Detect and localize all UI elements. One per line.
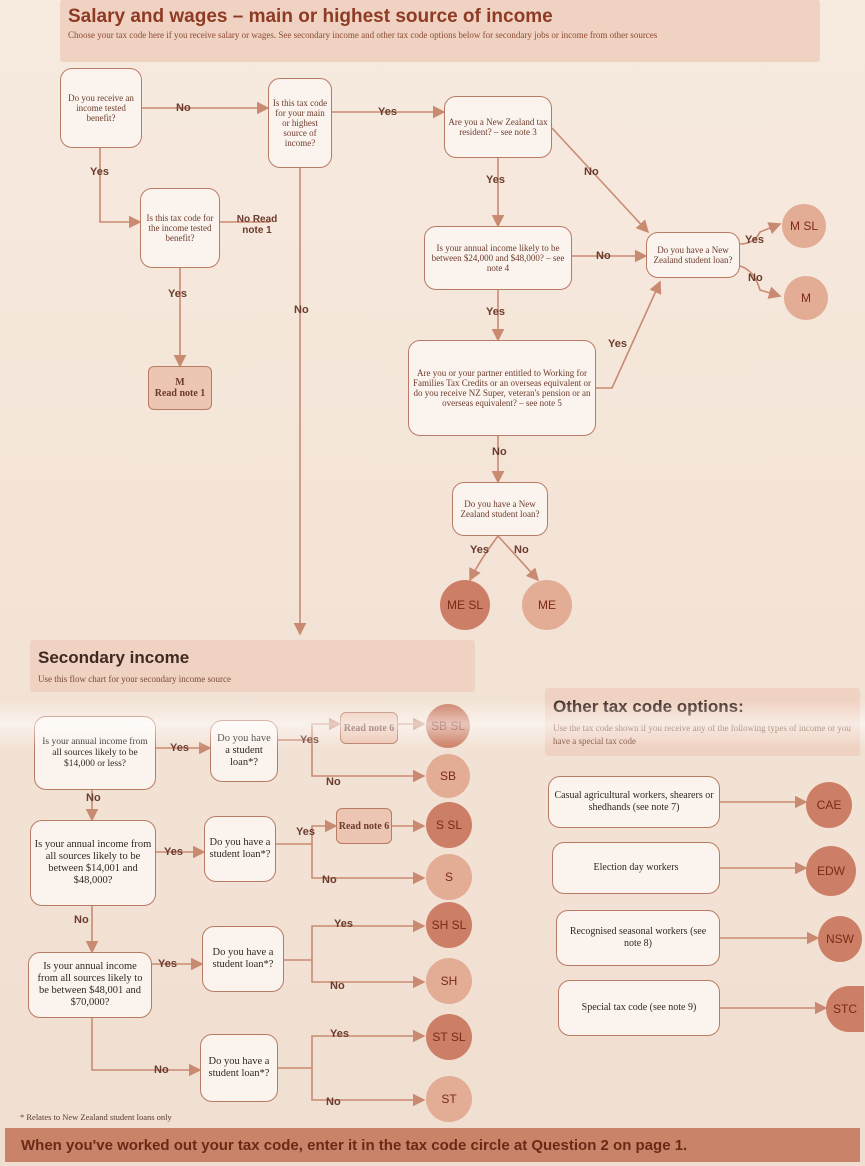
label-sec-loan-yes-4: Yes — [330, 1028, 349, 1040]
label-sec-loan-no-1: No — [326, 776, 341, 788]
label-yes-income: Yes — [486, 306, 505, 318]
read-note-6-box-1: Read note 6 — [340, 712, 398, 744]
tax-code-sh-circle: SH — [426, 958, 472, 1004]
tax-code-stc-circle: STC — [826, 986, 864, 1032]
label-no-resident: No — [584, 166, 599, 178]
m-read-note-box: M Read note 1 — [148, 366, 212, 410]
tax-code-st-circle: ST — [426, 1076, 472, 1122]
tested-benefit-question-box: Is this tax code for the income tested b… — [140, 188, 220, 268]
label-sec-no-2: No — [74, 914, 89, 926]
label-no-wff: No — [492, 446, 507, 458]
label-no-read-note: No Read note 1 — [236, 214, 278, 236]
tax-code-edw-circle: EDW — [806, 846, 856, 896]
tax-code-ssl-circle: S SL — [426, 802, 472, 848]
secondary-section-title: Secondary income — [38, 648, 190, 667]
wff-question-box: Are you or your partner entitled to Work… — [408, 340, 596, 436]
other-options-subtitle: Use the tax code shown if you receive an… — [553, 723, 851, 746]
tax-code-m-circle: M — [784, 276, 828, 320]
tax-code-nsw-circle: NSW — [818, 916, 862, 962]
label-sec-loan-yes-3: Yes — [334, 918, 353, 930]
student-loan-question-box-2: Do you have a New Zealand student loan? — [452, 482, 548, 536]
label-sec-no-3: No — [154, 1064, 169, 1076]
tax-code-cae-circle: CAE — [806, 782, 852, 828]
footer-instruction: When you've worked out your tax code, en… — [5, 1128, 860, 1162]
student-loan-question-box: Do you have a New Zealand student loan? — [646, 232, 740, 278]
other-option-box-nsw: Recognised seasonal workers (see note 8) — [556, 910, 720, 966]
label-yes-benefit: Yes — [90, 166, 109, 178]
read-note-1-label: Read note 1 — [154, 388, 206, 399]
label-yes-loan-2: Yes — [470, 544, 489, 556]
label-no-benefit: No — [176, 102, 191, 114]
other-option-box-edw: Election day workers — [552, 842, 720, 894]
other-option-box-stc: Special tax code (see note 9) — [558, 980, 720, 1036]
secondary-loan-q4-box: Do you have a student loan*? — [200, 1034, 278, 1102]
income-range-question-box: Is your annual income likely to be betwe… — [424, 226, 572, 290]
student-loan-footnote: * Relates to New Zealand student loans o… — [20, 1112, 172, 1122]
label-no-income: No — [596, 250, 611, 262]
label-yes-loan: Yes — [745, 234, 764, 246]
benefit-question-box: Do you receive an income tested benefit? — [60, 68, 142, 148]
label-yes-wff: Yes — [608, 338, 627, 350]
label-no-loan: No — [748, 272, 763, 284]
label-sec-loan-no-2: No — [322, 874, 337, 886]
tax-code-msl-circle: M SL — [782, 204, 826, 248]
tax-code-mesl-circle: ME SL — [440, 580, 490, 630]
read-note-6-box-2: Read note 6 — [336, 808, 392, 844]
tax-code-shsl-circle: SH SL — [426, 902, 472, 948]
label-sec-loan-no-4: No — [326, 1096, 341, 1108]
secondary-q2-box: Is your annual income from all sources l… — [30, 820, 156, 906]
label-sec-yes-2: Yes — [164, 846, 183, 858]
other-option-box-cae: Casual agricultural workers, shearers or… — [548, 776, 720, 828]
label-sec-loan-no-3: No — [330, 980, 345, 992]
label-sec-yes-3: Yes — [158, 958, 177, 970]
tax-code-stsl-circle: ST SL — [426, 1014, 472, 1060]
label-no-main-source: No — [294, 304, 309, 316]
m-code-label: M — [175, 377, 185, 388]
main-section-title: Salary and wages – main or highest sourc… — [68, 6, 553, 27]
label-sec-loan-yes-2: Yes — [296, 826, 315, 838]
label-sec-loan-yes-1: Yes — [300, 734, 319, 746]
tax-code-sb-circle: SB — [426, 754, 470, 798]
secondary-section-subtitle: Use this flow chart for your secondary i… — [38, 674, 231, 684]
secondary-q1-box: Is your annual income from all sources l… — [34, 716, 156, 790]
label-sec-yes-1: Yes — [170, 742, 189, 754]
label-yes-tested: Yes — [168, 288, 187, 300]
main-section-subtitle: Choose your tax code here if you receive… — [68, 30, 658, 40]
secondary-section-header — [30, 640, 475, 692]
label-sec-no-1: No — [86, 792, 101, 804]
label-no-loan-2: No — [514, 544, 529, 556]
nz-resident-question-box: Are you a New Zealand tax resident? – se… — [444, 96, 552, 158]
main-section-header — [60, 0, 820, 62]
secondary-loan-q3-box: Do you have a student loan*? — [202, 926, 284, 992]
main-source-question-box: Is this tax code for your main or highes… — [268, 78, 332, 168]
secondary-loan-q1-box: Do you have a student loan*? — [210, 720, 278, 782]
tax-code-s-circle: S — [426, 854, 472, 900]
label-yes-resident: Yes — [486, 174, 505, 186]
tax-code-me-circle: ME — [522, 580, 572, 630]
tax-code-sbsl-circle: SB SL — [426, 704, 470, 748]
secondary-loan-q2-box: Do you have a student loan*? — [204, 816, 276, 882]
label-yes-main-source: Yes — [378, 106, 397, 118]
other-options-title: Other tax code options: — [553, 697, 744, 716]
secondary-q3-box: Is your annual income from all sources l… — [28, 952, 152, 1018]
